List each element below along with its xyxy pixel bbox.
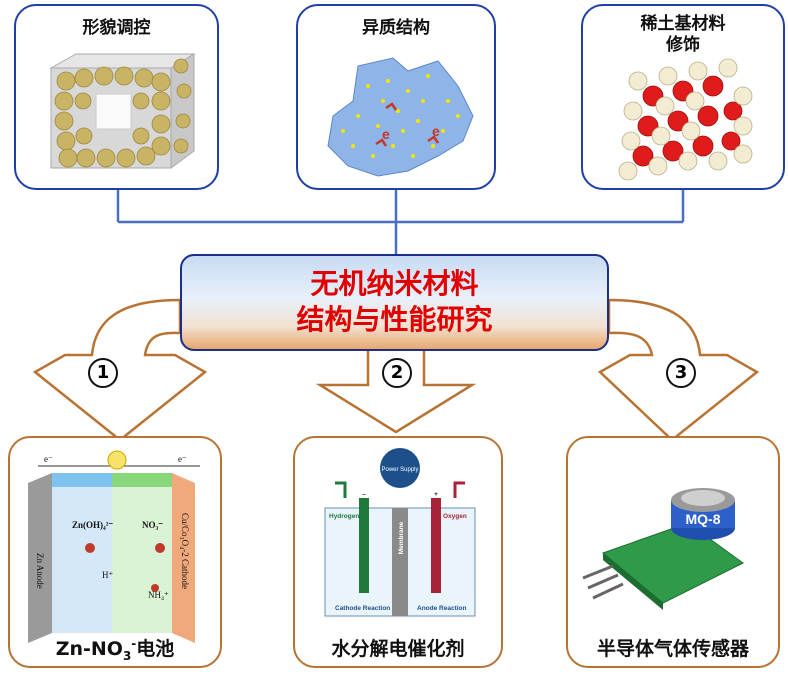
heterostructure-image: e e bbox=[327, 57, 474, 177]
anode-reaction-label: Anode Reaction bbox=[417, 605, 467, 612]
sensor-model-label: MQ-8 bbox=[686, 511, 721, 527]
crystal-lattice-image bbox=[618, 58, 753, 181]
panel-title-line1: 稀土基材料 bbox=[640, 14, 726, 34]
electron-labels: e e bbox=[382, 123, 440, 142]
cathode-label: Cu/Co₃O₄-2 Cathode bbox=[180, 513, 190, 589]
panel-zn-no3-battery: e⁻ e⁻ Zn(OH)₄²⁻ NO₃⁻ H⁺ NH₄⁺ Zn Anode Cu… bbox=[8, 436, 222, 668]
gas-sensor-title: 半导体气体传感器 bbox=[596, 638, 749, 660]
panel-heterostructure: 异质结构 e e bbox=[296, 4, 496, 190]
gas-sensor-image: MQ-8 bbox=[582, 488, 744, 610]
zn-oh-label: Zn(OH)₄²⁻ bbox=[72, 520, 113, 530]
h-label: H⁺ bbox=[102, 570, 113, 580]
center-title-line2: 结构与性能研究 bbox=[296, 303, 493, 336]
e-left-label: e⁻ bbox=[44, 454, 53, 464]
electrolyzer-diagram: Power Supply Hydrogen Oxygen Membrane Ca… bbox=[324, 448, 476, 617]
step-number-3: 3 bbox=[666, 358, 696, 388]
battery-title: Zn-NO3-电池 bbox=[55, 636, 175, 663]
center-title-line1: 无机纳米材料 bbox=[310, 267, 479, 300]
panel-title: 异质结构 bbox=[362, 18, 430, 38]
water-splitting-title: 水分解电催化剂 bbox=[331, 638, 465, 660]
panel-gas-sensor: MQ-8 半导体气体传感器 bbox=[566, 436, 780, 668]
panel-morphology: 形貌调控 bbox=[14, 4, 219, 190]
plus-label: + bbox=[434, 491, 438, 498]
cathode-reaction-label: Cathode Reaction bbox=[335, 605, 390, 612]
step-number-2: 2 bbox=[382, 358, 412, 388]
arrow-center bbox=[315, 351, 477, 434]
e-right-label: e⁻ bbox=[178, 454, 187, 464]
panel-water-splitting: Power Supply Hydrogen Oxygen Membrane Ca… bbox=[293, 436, 503, 668]
center-title-box: 无机纳米材料 结构与性能研究 bbox=[180, 254, 609, 351]
panel-title-line2: 修饰 bbox=[666, 35, 700, 55]
oxygen-label: Oxygen bbox=[443, 513, 467, 520]
hydrogen-label: Hydrogen bbox=[329, 513, 359, 520]
power-supply-label: Power Supply bbox=[381, 467, 418, 473]
svg-text:e: e bbox=[432, 123, 440, 139]
nh4-label: NH₄⁺ bbox=[148, 590, 169, 600]
arrow-left bbox=[32, 298, 208, 442]
step-number-1: 1 bbox=[88, 358, 118, 388]
hollow-cube-image bbox=[49, 53, 196, 169]
anode-label: Zn Anode bbox=[35, 553, 45, 589]
panel-title: 形貌调控 bbox=[82, 18, 151, 38]
battery-diagram: e⁻ e⁻ Zn(OH)₄²⁻ NO₃⁻ H⁺ NH₄⁺ Zn Anode Cu… bbox=[28, 450, 200, 643]
svg-text:e: e bbox=[382, 126, 390, 142]
panel-rare-earth: 稀土基材料 修饰 bbox=[581, 4, 785, 190]
minus-label: – bbox=[362, 491, 366, 498]
membrane-label: Membrane bbox=[398, 521, 405, 554]
no3-label: NO₃⁻ bbox=[142, 520, 163, 530]
